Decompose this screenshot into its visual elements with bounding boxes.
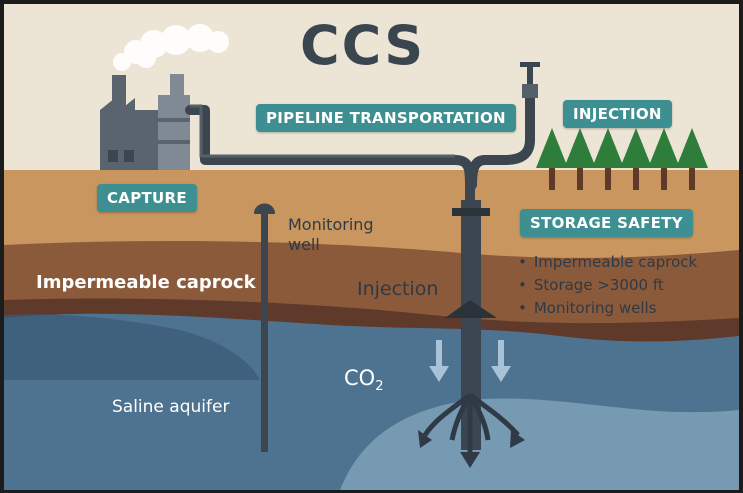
saline-aquifer-label: Saline aquifer	[112, 397, 230, 417]
smoke-icon	[113, 24, 229, 71]
monitoring-well-label: Monitoring well	[288, 215, 374, 255]
plume-arrows-icon	[422, 392, 520, 455]
trees-icon	[536, 128, 708, 190]
factory-icon	[100, 74, 190, 170]
co2-label-text: CO	[344, 366, 376, 390]
injection-well	[461, 200, 481, 450]
monitoring-well-label-line2: well	[288, 235, 320, 254]
monitoring-well-label-line1: Monitoring	[288, 215, 374, 234]
caprock-label: Impermeable caprock	[36, 272, 256, 293]
storage-safety-item: Storage >3000 ft	[518, 276, 697, 294]
pipeline-highlight	[190, 104, 455, 158]
page-title: CCS	[300, 14, 426, 77]
storage-safety-tag: STORAGE SAFETY	[520, 209, 693, 237]
pipeline	[185, 90, 535, 210]
monitoring-well	[254, 203, 275, 452]
co2-label-subscript: 2	[375, 379, 384, 395]
storage-safety-item: Impermeable caprock	[518, 253, 697, 271]
down-arrow-icons	[429, 340, 511, 382]
pipeline-tag: PIPELINE TRANSPORTATION	[256, 104, 516, 132]
co2-label: CO2	[344, 366, 383, 394]
well-packer	[445, 300, 497, 318]
capture-tag: CAPTURE	[97, 184, 197, 212]
aquifer-dark-band	[4, 314, 260, 380]
plume-arrowheads	[418, 430, 525, 468]
storage-safety-item: Monitoring wells	[518, 299, 697, 317]
well-collar	[452, 208, 490, 216]
injection-depth-label: Injection	[357, 278, 439, 300]
storage-safety-list: Impermeable caprock Storage >3000 ft Mon…	[518, 253, 697, 322]
injection-tag: INJECTION	[563, 100, 672, 128]
valve-icon	[520, 62, 540, 98]
